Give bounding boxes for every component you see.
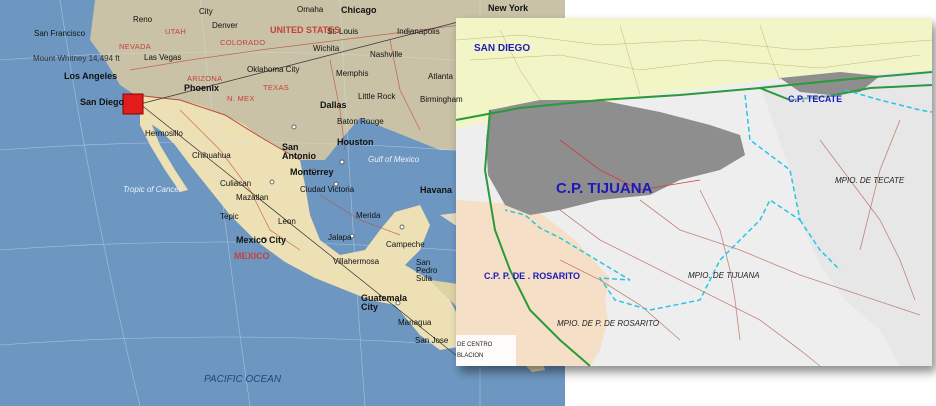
legend-line: BLACION (457, 353, 484, 359)
legend-line: DE CENTRO (457, 342, 493, 348)
city-label: Houston (337, 137, 374, 147)
gulf-label: Gulf of Mexico (368, 155, 420, 164)
state-label: UTAH (165, 27, 187, 36)
city-label: Havana (420, 185, 453, 195)
tecate-label: C.P. TECATE (788, 94, 843, 104)
city-label: Campeche (386, 240, 425, 249)
mpio-tecate-label: MPIO. DE TECATE (835, 176, 905, 185)
city-label: Wichita (313, 44, 340, 53)
san-diego-label: SAN DIEGO (474, 43, 531, 54)
city-label: Merida (356, 211, 381, 220)
city-label: Baton Rouge (337, 117, 384, 126)
tropic-label: Tropic of Cancer (123, 185, 182, 194)
city-label: Tepic (220, 212, 239, 221)
city-label: Culiacan (220, 179, 252, 188)
rosarito-label: C.P. P. DE . ROSARITO (484, 271, 581, 281)
city-label: Denver (212, 21, 238, 30)
city-label: San Pedro Sula (416, 258, 438, 283)
city-label: Phoenix (184, 83, 220, 93)
city-label: Mazatlan (236, 193, 269, 202)
mpio-rosarito-label: MPIO. DE P. DE ROSARITO (557, 319, 659, 328)
city-label: Hermosillo (145, 129, 183, 138)
city-label: Las Vegas (144, 53, 182, 62)
location-marker (122, 93, 144, 115)
tijuana-label: C.P. TIJUANA (556, 180, 653, 197)
city-label: Villahermosa (333, 257, 380, 266)
city-label: Reno (133, 15, 153, 24)
inset-header-label: New York (488, 3, 529, 13)
city-label: Dallas (320, 100, 347, 110)
city-label: Ciudad Victoria (300, 185, 355, 194)
city-label: Mexico City (236, 235, 287, 245)
city-label: Mount Whitney 14,494 ft (33, 54, 120, 63)
city-label: Chihuahua (192, 151, 231, 160)
city-label: City (199, 7, 213, 16)
city-label: Omaha (297, 5, 324, 14)
city-label: Los Angeles (64, 71, 118, 81)
city-label: Chicago (341, 5, 377, 15)
city-label: San Antonio (282, 142, 316, 161)
city-label: Leon (278, 217, 296, 226)
city-label: St. Louis (327, 27, 359, 36)
city-label: Nashville (370, 50, 403, 59)
city-label: Atlanta (428, 72, 453, 81)
inset-map-content (455, 18, 933, 367)
mpio-tijuana-label: MPIO. DE TIJUANA (688, 271, 760, 280)
city-label: Oklahoma City (247, 65, 300, 74)
state-label: TEXAS (263, 83, 290, 92)
state-label: ARIZONA (187, 74, 223, 83)
city-label: Managua (398, 318, 432, 327)
country-mexico-label: MEXICO (234, 251, 270, 261)
city-label: Little Rock (358, 92, 396, 101)
city-label: Indianapolis (397, 27, 440, 36)
city-label: Guatemala City (361, 293, 408, 312)
country-us-label: UNITED STATES (270, 25, 341, 35)
city-label: Jalapa (328, 233, 352, 242)
state-label: N. MEX (227, 94, 255, 103)
city-label: San Francisco (34, 29, 86, 38)
ocean-label: PACIFIC OCEAN (204, 374, 282, 385)
city-label: Memphis (336, 69, 369, 78)
city-label: San Jose (415, 336, 449, 345)
city-label: San Diego (80, 97, 125, 107)
state-label: COLORADO (220, 38, 266, 47)
city-label: Monterrey (290, 167, 334, 177)
state-label: NEVADA (119, 42, 152, 51)
city-label: Birmingham (420, 95, 463, 104)
